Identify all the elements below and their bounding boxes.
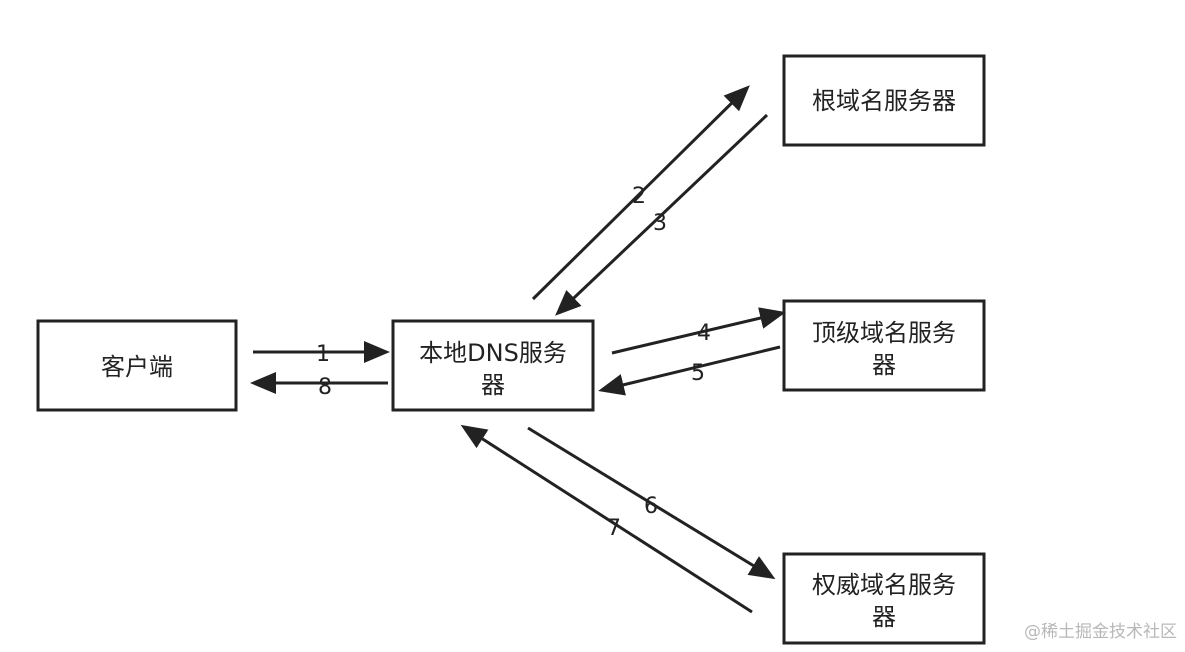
authoritative-server-label-line1: 权威域名服务 bbox=[812, 571, 956, 599]
local-dns-label-line1: 本地DNS服务 bbox=[419, 339, 567, 367]
step-label-7: 7 bbox=[607, 516, 621, 541]
arrow-step-4 bbox=[611, 307, 786, 355]
arrow-step-5 bbox=[598, 345, 781, 396]
step-label-5: 5 bbox=[691, 361, 705, 386]
step-label-3: 3 bbox=[653, 211, 667, 236]
arrow-step-2 bbox=[531, 85, 750, 301]
arrow-step-3 bbox=[555, 113, 769, 316]
authoritative-server-node: 权威域名服务 器 bbox=[782, 552, 986, 645]
step-label-6: 6 bbox=[644, 494, 658, 519]
watermark-text: @稀土掘金技术社区 bbox=[1024, 622, 1177, 642]
client-label: 客户端 bbox=[101, 353, 173, 381]
authoritative-server-label-line2: 器 bbox=[872, 603, 896, 631]
arrow-step-7 bbox=[460, 424, 753, 614]
tld-server-label-line2: 器 bbox=[872, 351, 896, 379]
local-dns-label-line2: 器 bbox=[481, 371, 505, 399]
step-label-2: 2 bbox=[632, 184, 646, 209]
step-label-1: 1 bbox=[316, 342, 330, 367]
local-dns-node: 本地DNS服务 器 bbox=[391, 319, 595, 412]
step-label-8: 8 bbox=[318, 375, 332, 400]
root-server-label: 根域名服务器 bbox=[812, 87, 956, 115]
tld-server-label-line1: 顶级域名服务 bbox=[812, 319, 956, 347]
tld-server-node: 顶级域名服务 器 bbox=[782, 299, 986, 392]
root-server-node: 根域名服务器 bbox=[782, 54, 986, 147]
step-label-4: 4 bbox=[697, 321, 711, 346]
client-node: 客户端 bbox=[36, 319, 238, 412]
arrow-step-6 bbox=[527, 426, 776, 580]
